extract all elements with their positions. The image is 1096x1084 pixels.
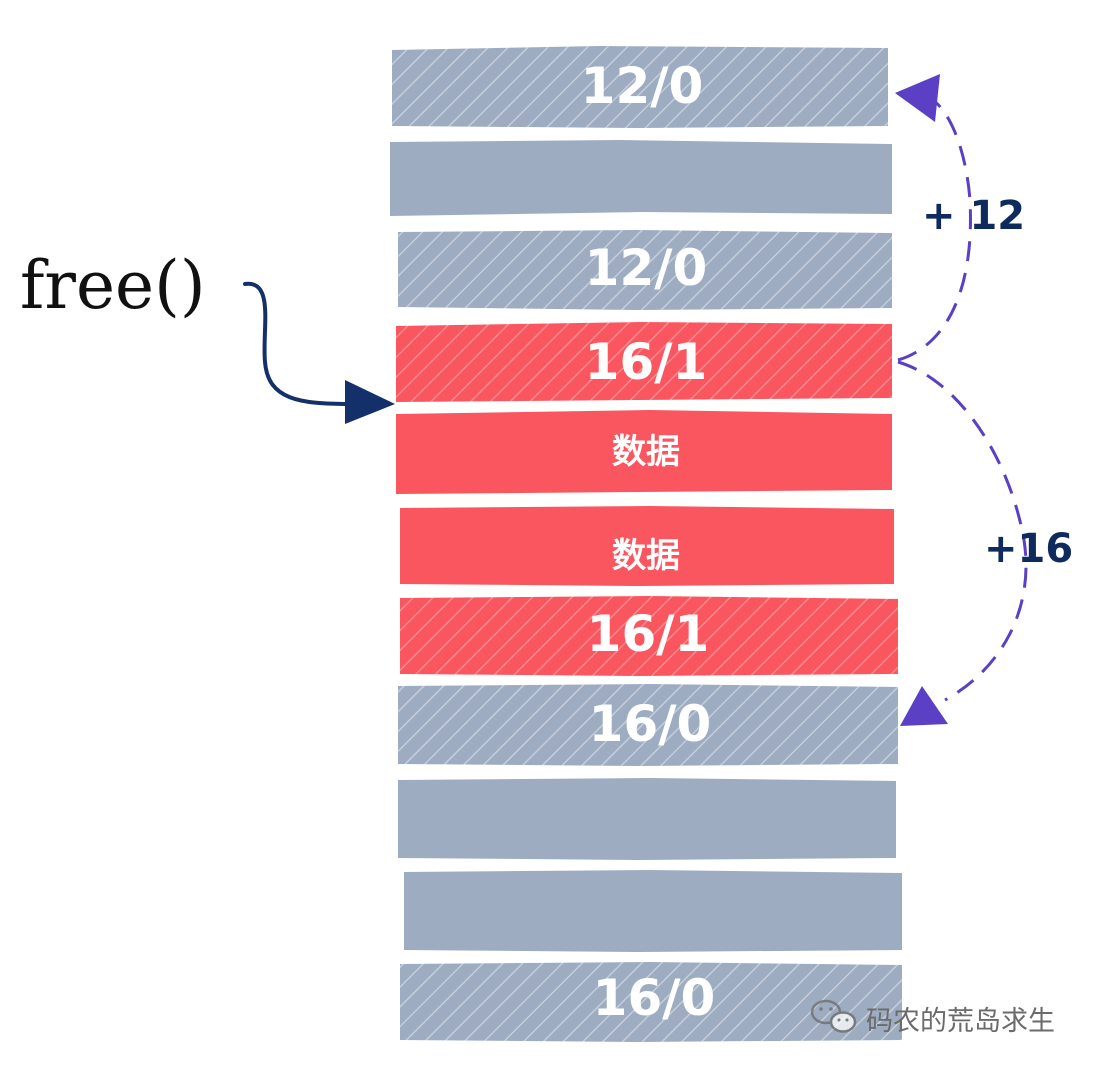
free-arrow-head-icon bbox=[345, 380, 395, 424]
block-2-label: 12/0 bbox=[585, 239, 708, 297]
block-2: 12/0 bbox=[398, 230, 892, 310]
block-6-label: 16/1 bbox=[587, 605, 710, 663]
block-6: 16/1 bbox=[400, 596, 898, 676]
block-7-label: 16/0 bbox=[589, 695, 712, 753]
jump-up-label: + 12 bbox=[922, 193, 1025, 239]
block-7: 16/0 bbox=[398, 684, 898, 766]
free-arrow bbox=[243, 281, 352, 406]
block-5: 数据 bbox=[400, 506, 894, 586]
jump-down-arrow bbox=[897, 360, 1028, 702]
block-10: 16/0 bbox=[400, 962, 902, 1042]
block-8 bbox=[398, 778, 896, 860]
block-1 bbox=[390, 140, 892, 216]
jump-down-arrow-head-icon bbox=[900, 686, 948, 726]
block-4-label: 数据 bbox=[612, 432, 680, 472]
block-9 bbox=[404, 870, 902, 952]
block-10-label: 16/0 bbox=[593, 969, 716, 1027]
jump-up-arrow bbox=[897, 96, 972, 362]
watermark-text: 码农的荒岛求生 bbox=[866, 1006, 1055, 1037]
block-3: 16/1 bbox=[396, 322, 892, 402]
wechat-icon bbox=[810, 999, 857, 1033]
block-3-label: 16/1 bbox=[585, 333, 708, 391]
block-4: 数据 bbox=[396, 410, 892, 494]
block-0: 12/0 bbox=[392, 46, 888, 128]
block-0-label: 12/0 bbox=[581, 57, 704, 115]
jump-down-label: +16 bbox=[984, 526, 1073, 572]
block-5-label: 数据 bbox=[612, 536, 680, 576]
jump-up-arrow-head-icon bbox=[895, 74, 940, 122]
free-call-label: free() bbox=[20, 247, 206, 324]
